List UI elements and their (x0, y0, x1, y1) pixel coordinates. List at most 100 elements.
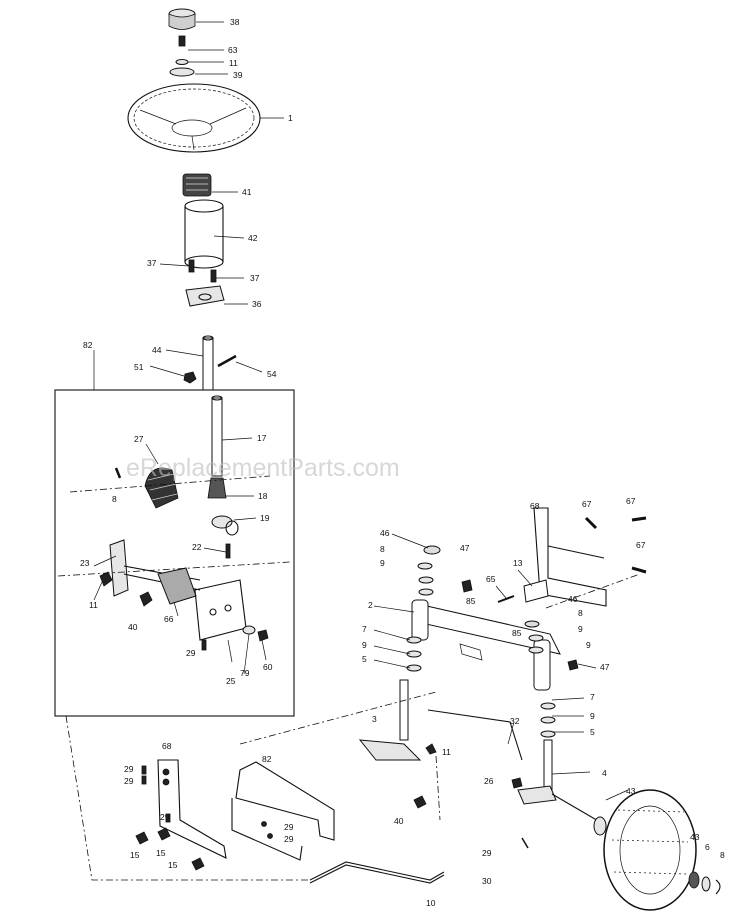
callout: 8 (720, 850, 725, 860)
clip-11 (425, 743, 437, 755)
screws-29 (141, 765, 171, 823)
nut-51 (183, 371, 197, 384)
callout: 40 (128, 622, 138, 632)
callout: 51 (134, 362, 144, 372)
callout: 7 (362, 624, 367, 634)
callout: 25 (226, 676, 236, 686)
bearing-flange-36 (185, 285, 225, 307)
callout: 82 (262, 754, 272, 764)
tire-wheel-43 (593, 789, 697, 911)
watermark: eReplacementParts.com (126, 454, 400, 482)
callout: 29 (160, 812, 170, 822)
spindle-right-4 (517, 739, 601, 823)
callout: 4 (602, 768, 607, 778)
bracket-25 (194, 579, 247, 641)
bolts-37 (188, 259, 217, 283)
callout: 6 (705, 842, 710, 852)
callout: 15 (156, 848, 166, 858)
assembly-box-82 (54, 389, 295, 717)
drag-link-32 (427, 709, 523, 761)
callout: 10 (426, 898, 436, 908)
callout: 37 (147, 258, 157, 268)
flange-bushing-19 (211, 515, 239, 536)
bolt-54 (217, 354, 237, 368)
washer-79 (242, 625, 256, 635)
cotter-30 (521, 837, 529, 849)
tie-rod-10 (309, 861, 445, 884)
callout: 29 (482, 848, 492, 858)
callout: 13 (513, 558, 523, 568)
callout: 18 (258, 491, 268, 501)
pinion-gear-18 (207, 477, 227, 499)
callout: 29 (284, 822, 294, 832)
callout: 23 (80, 558, 90, 568)
callout: 1 (288, 113, 293, 123)
callout: 9 (362, 640, 367, 650)
dash-line (57, 561, 291, 577)
callout: 2 (368, 600, 373, 610)
callout: 67 (636, 540, 646, 550)
callout: 65 (486, 574, 496, 584)
callout: 47 (600, 662, 610, 672)
nut-11 (99, 571, 113, 587)
callout: 8 (112, 494, 117, 504)
callout: 68 (530, 501, 540, 511)
callout: 85 (512, 628, 522, 638)
leader-lines (93, 21, 629, 801)
nut-40-axle (413, 795, 427, 809)
callout: 27 (134, 434, 144, 444)
callout: 79 (240, 668, 250, 678)
callout: 47 (460, 543, 470, 553)
callout: 5 (590, 727, 595, 737)
callout: 29 (124, 764, 134, 774)
bellows-41 (182, 173, 212, 197)
callout: 8 (578, 608, 583, 618)
callout: 82 (83, 340, 93, 350)
callout: 39 (233, 70, 243, 80)
dash-line (69, 475, 271, 493)
fitting-47-right (567, 659, 579, 671)
callout: 11 (442, 747, 451, 757)
dash-line (65, 715, 310, 881)
washer-39 (169, 67, 195, 77)
nuts-15 (135, 827, 205, 871)
screw-22 (225, 543, 231, 559)
callout: 43 (626, 786, 636, 796)
callout: 63 (228, 45, 238, 55)
steering-shaft-17 (211, 395, 223, 477)
callout: 15 (168, 860, 178, 870)
callout: 15 (130, 850, 140, 860)
steering-shaft-44 (202, 335, 214, 391)
washers-43-6-8 (688, 871, 721, 895)
callout: 29 (284, 834, 294, 844)
callout: 40 (394, 816, 404, 826)
callout: 42 (248, 233, 258, 243)
steering-cap-38 (168, 8, 196, 30)
spacer-66 (157, 567, 197, 605)
steering-wheel-1 (127, 83, 261, 153)
callout: 9 (590, 711, 595, 721)
callout: 38 (230, 17, 240, 27)
callout: 66 (164, 614, 174, 624)
bushing-stack-right (524, 620, 556, 738)
callout: 32 (510, 716, 520, 726)
nut-60 (257, 629, 269, 642)
screw-8 (114, 467, 122, 479)
callout: 9 (586, 640, 591, 650)
plate-82 (231, 761, 335, 861)
column-cover-42 (184, 199, 224, 269)
callout: 30 (482, 876, 492, 886)
bushing-stack-left (406, 545, 441, 672)
callout: 22 (192, 542, 202, 552)
callout: 29 (124, 776, 134, 786)
callout: 17 (257, 433, 267, 443)
callout: 11 (89, 600, 98, 610)
nut-40 (139, 591, 153, 607)
callout: 19 (260, 513, 270, 523)
callout: 8 (380, 544, 385, 554)
callout: 37 (250, 273, 260, 283)
callout: 43 (690, 832, 700, 842)
callout: 54 (267, 369, 277, 379)
callout: 85 (466, 596, 476, 606)
fitting-47 (461, 579, 473, 593)
